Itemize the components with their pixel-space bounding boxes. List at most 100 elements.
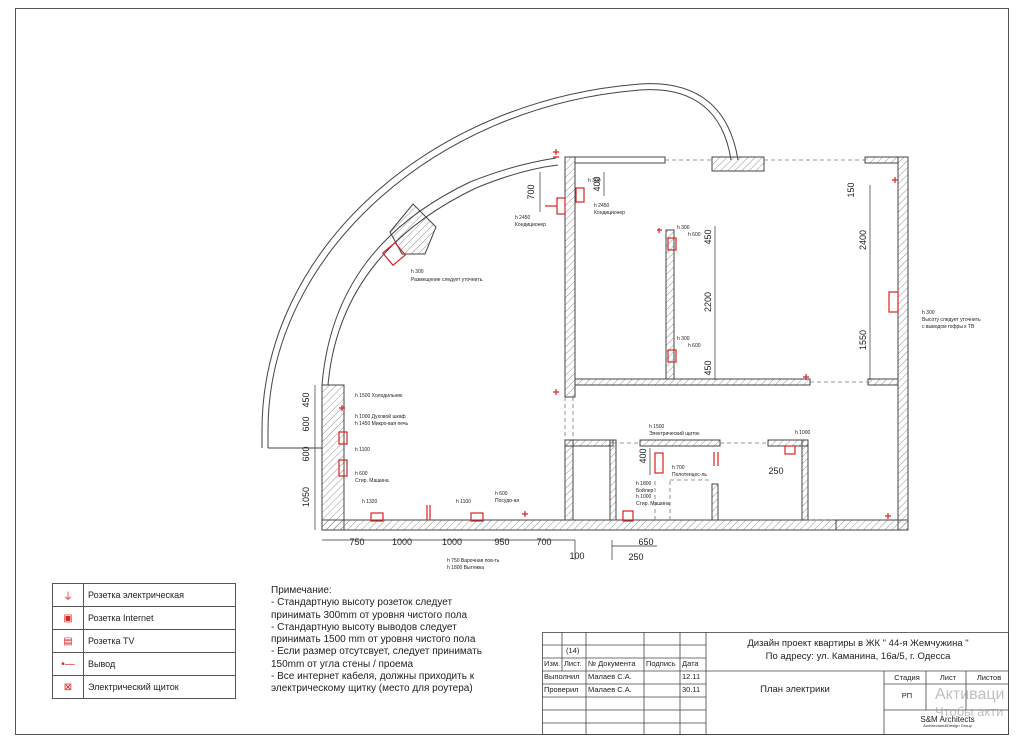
socket-icon bbox=[522, 511, 528, 517]
internet-socket-icon bbox=[667, 237, 677, 251]
note-washer-1: h 600 bbox=[355, 471, 368, 477]
stage-value: РП bbox=[901, 691, 913, 700]
note-h1100b: h 1100 bbox=[456, 499, 471, 505]
internet-socket-icon bbox=[667, 349, 677, 363]
watermark-line2: Чтобы акти bbox=[935, 704, 1004, 719]
legend-row: •—Вывод bbox=[52, 652, 236, 676]
row-role: Проверил bbox=[544, 685, 579, 694]
note-tv-1: h 300 bbox=[922, 310, 935, 316]
project-title: Дизайн проект квартиры в ЖК " 44-я Жемчу… bbox=[747, 638, 969, 649]
socket-icon bbox=[657, 228, 662, 233]
note-boiler-2: Бойлер bbox=[636, 487, 654, 494]
note-placement: Размещение следует уточнить. bbox=[411, 277, 484, 283]
note-ac-left-h: h 2450 bbox=[515, 215, 531, 221]
dim-left-2: 600 bbox=[301, 416, 311, 431]
internet-socket-icon: ▣ bbox=[52, 606, 84, 630]
legend: ⏚Розетка электрическая ▣Розетка Internet… bbox=[52, 583, 236, 699]
note-oven-1: h 1000 Духовой шкаф bbox=[355, 413, 406, 420]
internet-socket-icon bbox=[622, 510, 634, 522]
socket-icon bbox=[803, 374, 809, 380]
project-address: По адресу: ул. Каманина, 16а/5, г. Одесс… bbox=[765, 651, 951, 662]
note-h1100a: h 1100 bbox=[355, 447, 370, 453]
ac-socket-icon bbox=[545, 197, 566, 215]
row-date: 30.11 bbox=[682, 685, 701, 694]
note-boiler-4: Стир. Машина bbox=[636, 501, 670, 507]
internet-socket-icon bbox=[370, 512, 384, 522]
legend-row: ⊠Электрический щиток bbox=[52, 675, 236, 699]
internet-socket-icon bbox=[338, 431, 348, 445]
note-tv-2: Высоту следует уточнить bbox=[922, 317, 981, 323]
note-line: - Стандартную высоту выводов следует при… bbox=[271, 621, 476, 646]
stage-header: Стадия bbox=[894, 673, 920, 682]
dim-inner-2: 2200 bbox=[703, 292, 713, 312]
socket-icon bbox=[892, 177, 898, 183]
note-boiler-1: h 1800 bbox=[636, 481, 652, 487]
socket-icon bbox=[553, 149, 559, 158]
dim-bottom-4: 950 bbox=[494, 537, 509, 547]
header-date: Дата bbox=[682, 659, 699, 668]
tv-socket-icon bbox=[888, 291, 899, 313]
ac-socket-icon bbox=[575, 187, 585, 203]
note-line: - Если размер отсутсвует, следует приним… bbox=[271, 646, 482, 670]
panel-icon bbox=[654, 452, 664, 474]
dim-bottom-8: 250 bbox=[628, 552, 643, 562]
legend-label: Вывод bbox=[83, 652, 236, 676]
dim-bottom-2: 1000 bbox=[392, 537, 412, 547]
walls bbox=[321, 156, 909, 531]
drawing-frame bbox=[15, 8, 1009, 735]
title-block: (14) Изм. Лист. № Документа Подпись Дата… bbox=[542, 632, 1009, 735]
header-izm: Изм. bbox=[544, 659, 561, 668]
note-boiler-3: h 1000 bbox=[636, 494, 652, 500]
legend-label: Электрический щиток bbox=[83, 675, 236, 699]
dim-bottom-3: 1000 bbox=[442, 537, 462, 547]
note-line: - Стандартную высоту розеток следует при… bbox=[271, 597, 468, 621]
dimension-lines bbox=[314, 172, 871, 560]
legend-row: ▣Розетка Internet bbox=[52, 606, 236, 630]
dim-top-1: 700 bbox=[526, 184, 536, 199]
legend-label: Розетка Internet bbox=[83, 606, 236, 630]
note-oven-2: h 1450 Микро-вая печь bbox=[355, 421, 408, 427]
note-ac-left: Кондиционер bbox=[515, 222, 546, 228]
note-tv-3: с выводом гофры к ТВ bbox=[922, 324, 975, 330]
note-dish-2: Посудо-ая bbox=[495, 498, 519, 504]
note-h1000: h 1000 bbox=[795, 430, 811, 436]
note-washer-2: Стир. Машина bbox=[355, 478, 389, 484]
header-sign: Подпись bbox=[646, 659, 676, 668]
row-name: Малаев С.А. bbox=[588, 672, 632, 681]
note-panel-2: Электрический щиток bbox=[649, 430, 700, 437]
lists-header: Листов bbox=[976, 673, 1002, 682]
electric-panel-icon: ⊠ bbox=[52, 675, 84, 699]
legend-label: Розетка электрическая bbox=[83, 583, 236, 607]
dim-wc-2: 250 bbox=[768, 466, 783, 476]
dim-left-1: 450 bbox=[301, 392, 311, 407]
sheet-number: (14) bbox=[566, 646, 580, 655]
note-towel-2: Полотенцес-ль bbox=[672, 472, 707, 478]
note-ac-top-3: Кондиционер bbox=[594, 210, 625, 216]
balcony-socket-icon bbox=[381, 241, 407, 267]
annotations: h 300 Размещение следует уточнить. h 245… bbox=[355, 178, 981, 571]
dim-top-2: 400 bbox=[592, 176, 602, 191]
header-list: Лист. bbox=[564, 659, 582, 668]
note-line: - Все интернет кабеля, должны приходить … bbox=[271, 671, 475, 695]
note-hob-2: h 1800 Вытяжка bbox=[447, 565, 484, 571]
internet-socket-icon bbox=[784, 445, 796, 455]
internet-socket-icon bbox=[338, 459, 348, 477]
socket-icon bbox=[553, 389, 559, 395]
note-hob-1: h 750 Варочная пов-ть bbox=[447, 558, 500, 564]
legend-row: ▤Розетка TV bbox=[52, 629, 236, 653]
hob-outlet-icon bbox=[426, 505, 431, 520]
dimension-texts: 450 600 600 1050 750 1000 1000 950 700 1… bbox=[301, 176, 868, 562]
openings bbox=[564, 159, 868, 521]
outlet-wire-icon: •— bbox=[52, 652, 84, 676]
note-inner-bot-1: h 300 bbox=[677, 336, 690, 342]
legend-row: ⏚Розетка электрическая bbox=[52, 583, 236, 607]
dim-bottom-6: 100 bbox=[569, 551, 584, 561]
legend-label: Розетка TV bbox=[83, 629, 236, 653]
balcony-outline bbox=[261, 83, 739, 449]
row-name: Малаев С.А. bbox=[588, 685, 632, 694]
note-inner-bot-2: h 600 bbox=[688, 343, 701, 349]
dim-right-2: 2400 bbox=[858, 230, 868, 250]
note-ac-top-2: h 2450 bbox=[594, 203, 610, 209]
note-panel-1: h 1500 bbox=[649, 424, 665, 430]
dim-right-3: 1550 bbox=[858, 330, 868, 350]
